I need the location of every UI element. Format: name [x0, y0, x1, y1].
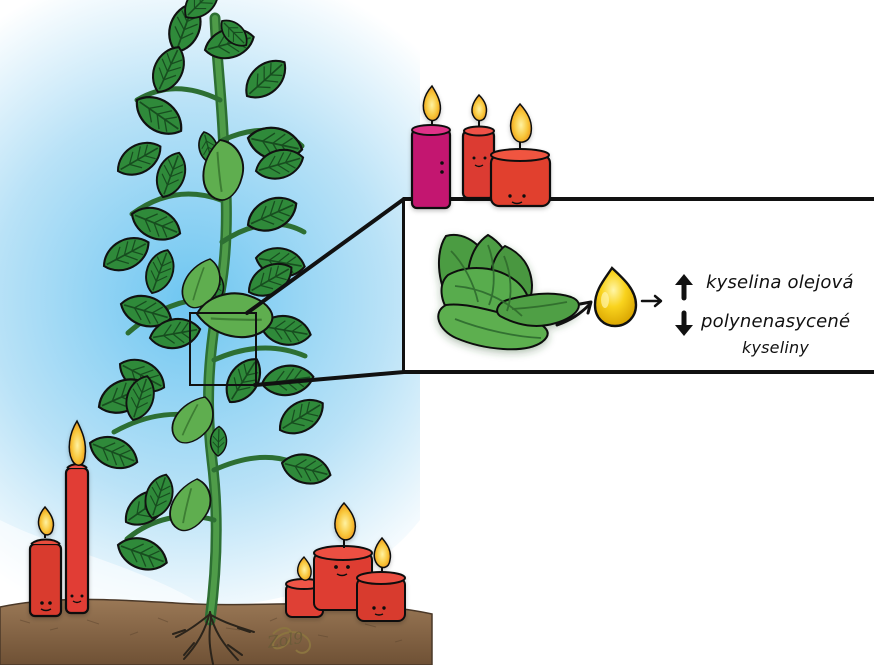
polyunsaturated-label-line-2: kyseliny [742, 340, 809, 356]
tall-red-candle-left [66, 421, 88, 613]
polyunsaturated-label-line-1: polynenasycené [701, 313, 850, 331]
oleic-acid-label: kyselina olejová [706, 274, 854, 292]
